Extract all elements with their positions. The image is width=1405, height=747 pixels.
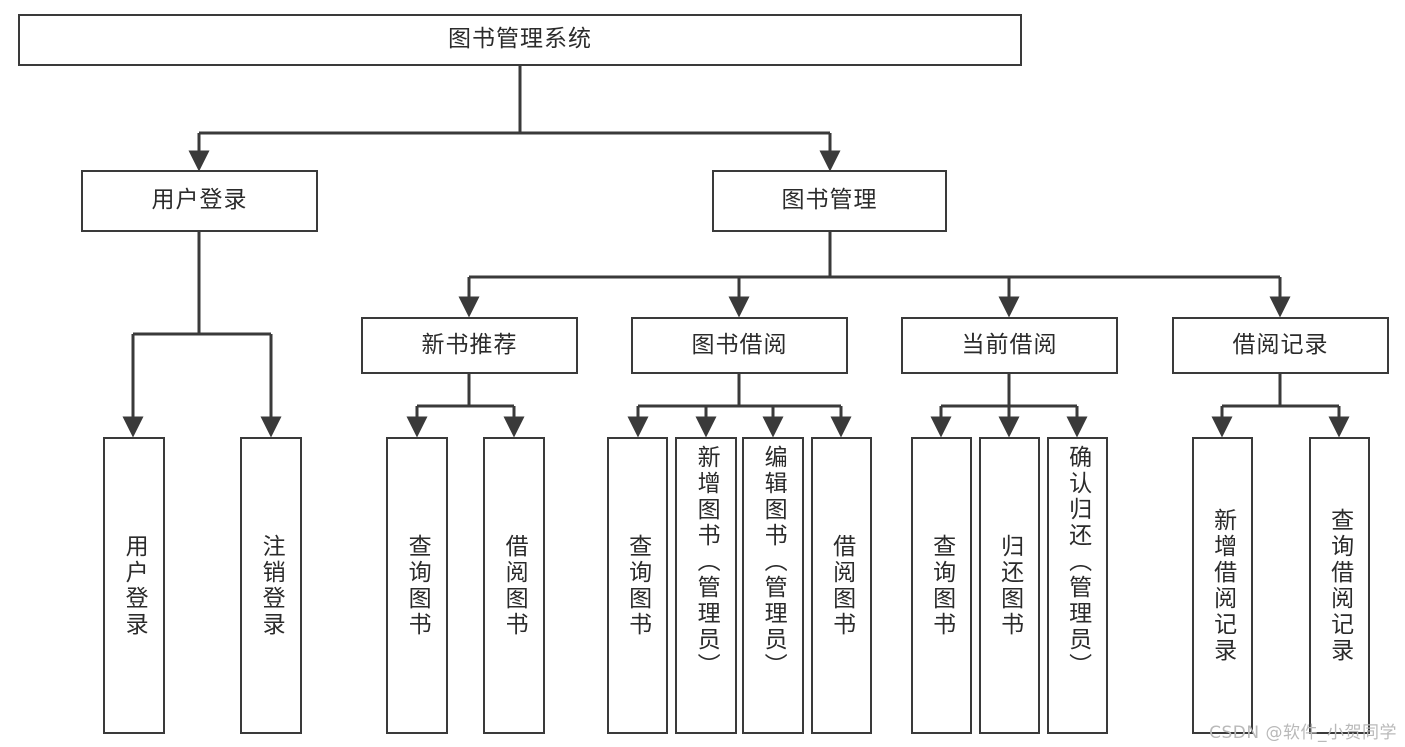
- node-leaf-user-login[interactable]: 用户登录: [103, 437, 165, 734]
- node-leaf-query-book-3[interactable]: 查询图书: [911, 437, 972, 734]
- node-leaf-add-book[interactable]: 新增图书（管理员）: [675, 437, 737, 734]
- node-leaf-return-book[interactable]: 归还图书: [979, 437, 1040, 734]
- node-leaf-edit-book[interactable]: 编辑图书（管理员）: [742, 437, 804, 734]
- csdn-watermark: CSDN @软件_小贺同学: [1209, 723, 1397, 743]
- node-borrow-record-label: 借阅记录: [1232, 331, 1329, 358]
- node-leaf-borrow-book-1[interactable]: 借阅图书: [483, 437, 545, 734]
- node-user-login[interactable]: 用户登录: [81, 170, 318, 232]
- node-leaf-logout[interactable]: 注销登录: [240, 437, 302, 734]
- node-current-borrow[interactable]: 当前借阅: [901, 317, 1118, 374]
- node-leaf-user-login-label: 用户登录: [121, 533, 148, 638]
- node-leaf-query-book-1-label: 查询图书: [404, 533, 431, 638]
- node-leaf-borrow-book-2-label: 借阅图书: [828, 533, 855, 638]
- node-borrow-record[interactable]: 借阅记录: [1172, 317, 1389, 374]
- node-new-book-rec[interactable]: 新书推荐: [361, 317, 578, 374]
- node-book-manage-label: 图书管理: [781, 187, 878, 214]
- node-root[interactable]: 图书管理系统: [18, 14, 1022, 66]
- node-leaf-add-book-label: 新增图书（管理员）: [693, 445, 720, 679]
- node-leaf-query-record-label: 查询借阅记录: [1326, 507, 1353, 664]
- node-current-borrow-label: 当前借阅: [961, 331, 1058, 358]
- node-leaf-borrow-book-1-label: 借阅图书: [501, 533, 528, 638]
- node-leaf-query-book-2-label: 查询图书: [624, 533, 651, 638]
- node-root-label: 图书管理系统: [448, 26, 592, 53]
- node-book-borrow-label: 图书借阅: [691, 331, 788, 358]
- node-leaf-confirm-return-label: 确认归还（管理员）: [1064, 445, 1091, 679]
- node-new-book-rec-label: 新书推荐: [421, 331, 518, 358]
- node-book-borrow[interactable]: 图书借阅: [631, 317, 848, 374]
- node-leaf-add-record[interactable]: 新增借阅记录: [1192, 437, 1253, 734]
- node-leaf-borrow-book-2[interactable]: 借阅图书: [811, 437, 872, 734]
- node-leaf-logout-label: 注销登录: [258, 533, 285, 638]
- node-book-manage[interactable]: 图书管理: [712, 170, 947, 232]
- node-leaf-query-book-3-label: 查询图书: [928, 533, 955, 638]
- node-leaf-return-book-label: 归还图书: [996, 533, 1023, 638]
- node-leaf-add-record-label: 新增借阅记录: [1209, 507, 1236, 664]
- node-leaf-confirm-return[interactable]: 确认归还（管理员）: [1047, 437, 1108, 734]
- node-leaf-query-book-2[interactable]: 查询图书: [607, 437, 668, 734]
- node-user-login-label: 用户登录: [151, 187, 248, 214]
- node-leaf-edit-book-label: 编辑图书（管理员）: [760, 445, 787, 679]
- node-leaf-query-book-1[interactable]: 查询图书: [386, 437, 448, 734]
- node-leaf-query-record[interactable]: 查询借阅记录: [1309, 437, 1370, 734]
